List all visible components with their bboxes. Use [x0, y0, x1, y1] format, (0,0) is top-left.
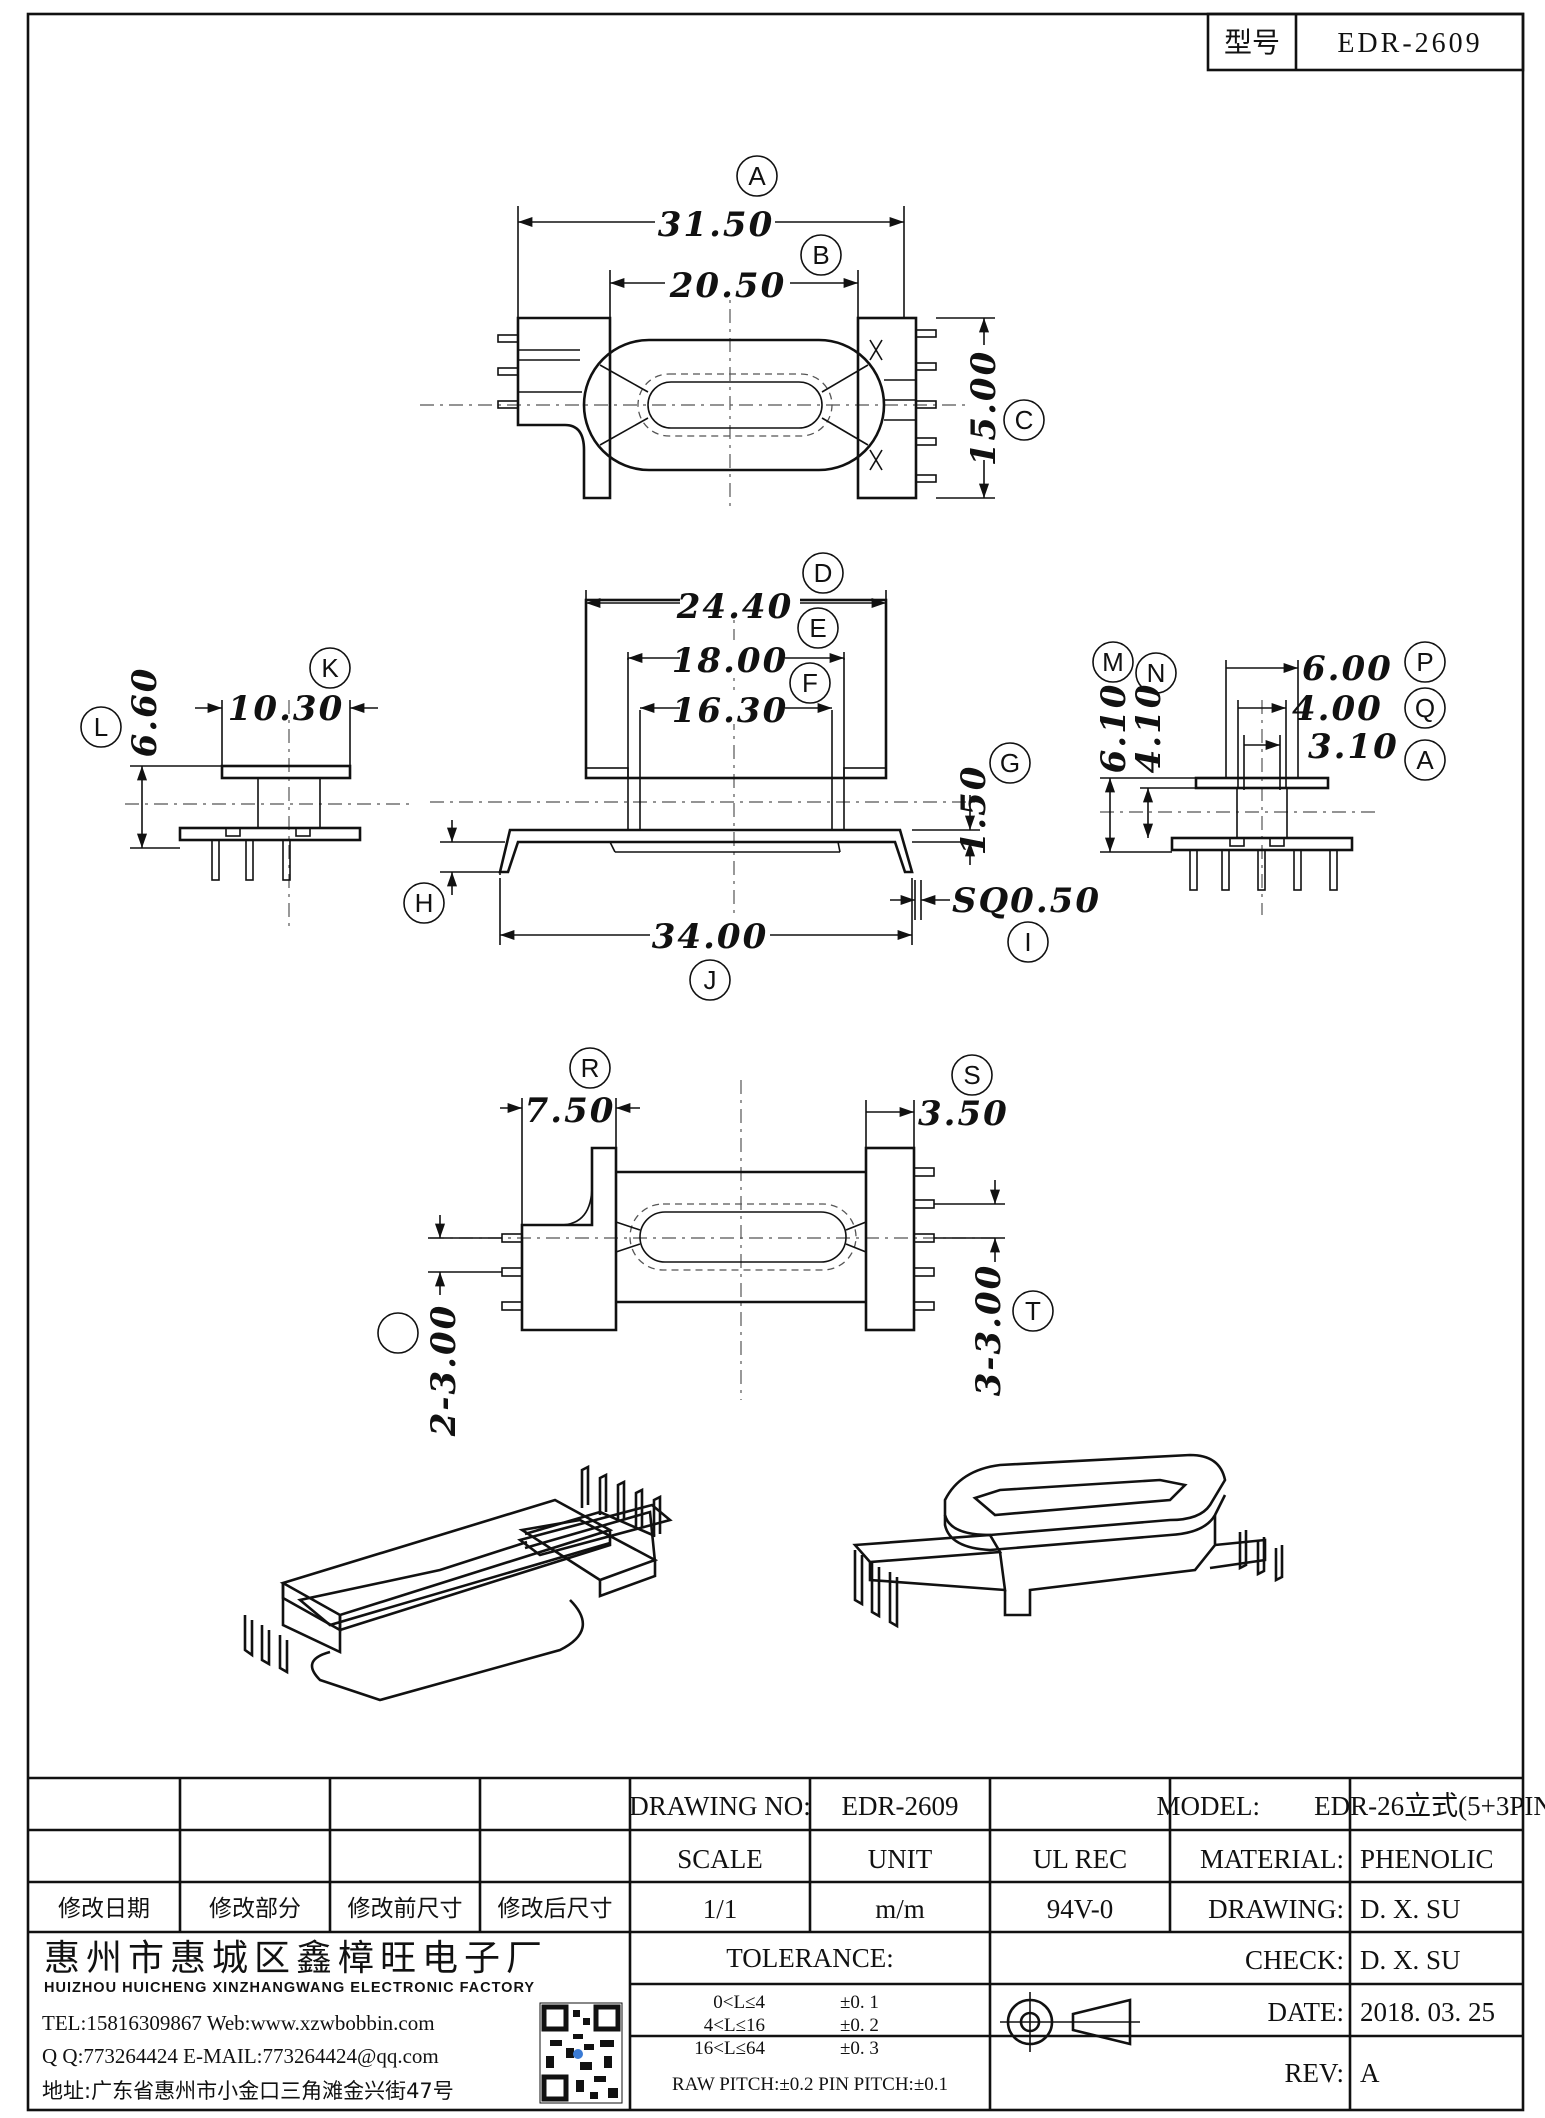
callout-C-label: C — [1015, 405, 1034, 435]
dim-I-value: 34.00 — [652, 917, 768, 957]
drawing-by-label: DRAWING: — [1208, 1894, 1344, 1924]
callout-N-label: N — [1147, 658, 1166, 688]
dim-A-value: 31.50 — [658, 205, 774, 245]
company-qq-mail: Q Q:773264424 E-MAIL:773264424@qq.com — [42, 2044, 439, 2068]
rev-col-after: 修改后尺寸 — [498, 1896, 613, 1922]
callout-M-label: M — [1102, 647, 1124, 677]
dim-N-value: 4.10 — [1129, 683, 1169, 774]
drawing-by-value: D. X. SU — [1360, 1894, 1461, 1924]
tolerance-value-3: ±0. 3 — [840, 2038, 879, 2059]
callout-S-label: T — [1025, 1296, 1041, 1326]
callout-I-label: J — [704, 965, 717, 995]
sheet-border — [26, 12, 1525, 2112]
callout-B-label: B — [812, 240, 829, 270]
tolerance-range-3: 16<L≤64 — [694, 2038, 765, 2059]
dim-C-value: 15.00 — [964, 350, 1004, 466]
dim-Q-value: 3.10 — [1308, 727, 1399, 767]
rev-label: REV: — [1285, 2058, 1345, 2088]
dim-P-value: 4.00 — [1292, 689, 1383, 729]
company-name-cn: 惠州市惠城区鑫樟旺电子厂 — [44, 1938, 548, 1979]
left-side-view: 10.30 K 6.60 L — [80, 647, 415, 930]
tolerance-range-2: 4<L≤16 — [704, 2015, 765, 2036]
top-view: 31.50 A 20.50 B 15.00 C — [420, 155, 1045, 510]
header-model-value: EDR-2609 — [1337, 28, 1482, 59]
callout-O-label: P — [1416, 647, 1433, 677]
third-angle-projection-symbol — [1000, 1992, 1140, 2052]
unit-value: m/m — [875, 1894, 925, 1924]
company-name-en: HUIZHOU HUICHENG XINZHANGWANG ELECTRONIC… — [44, 1980, 535, 1996]
dim-B-value: 20.50 — [669, 266, 786, 306]
model-value: EDR-26立式(5+3PIN) — [1314, 1791, 1545, 1821]
callout-P-label: Q — [1415, 693, 1435, 723]
drawing-no-value: EDR-2609 — [842, 1791, 959, 1821]
check-value: D. X. SU — [1360, 1945, 1461, 1975]
isometric-view-right — [852, 1453, 1284, 1629]
dim-K-value: 10.30 — [228, 689, 344, 729]
callout-K-label: K — [321, 653, 339, 683]
material-value: PHENOLIC — [1360, 1844, 1494, 1874]
callout-F-label: F — [802, 668, 818, 698]
callout-H-label: I — [1024, 927, 1031, 957]
dim-F-value: 16.30 — [672, 691, 788, 731]
dim-G-value: 1.50 — [954, 765, 994, 856]
unit-label: UNIT — [868, 1844, 933, 1874]
callout-Q-label: A — [1416, 745, 1434, 775]
right-side-view: 6.00 P 4.00 Q 3.10 A 6.10 M 4.10 N — [1092, 641, 1446, 915]
scale-value: 1/1 — [703, 1894, 738, 1924]
tolerance-value-2: ±0. 2 — [840, 2015, 879, 2036]
callout-J-label: H — [415, 888, 434, 918]
dim-E-value: 18.00 — [672, 641, 788, 681]
tolerance-range-1: 0<L≤4 — [713, 1992, 765, 2013]
dim-H-value: SQ0.50 — [952, 881, 1101, 921]
front-view: 24.40 D 18.00 E 16.30 F 1.50 G H — [403, 552, 1101, 1001]
company-tel-web: TEL:15816309867 Web:www.xzwbobbin.com — [42, 2011, 435, 2035]
ul-label: UL REC — [1033, 1844, 1127, 1874]
tolerance-value-1: ±0. 1 — [840, 1992, 879, 2013]
callout-E-label: E — [809, 613, 826, 643]
rev-col-date: 修改日期 — [58, 1896, 150, 1922]
callout-R-label: S — [963, 1060, 980, 1090]
rev-col-before: 修改前尺寸 — [348, 1896, 463, 1922]
header-model-box: 型号 EDR-2609 — [1206, 12, 1525, 72]
dim-L-value: 6.60 — [125, 667, 165, 758]
dim-M-value: 6.10 — [1094, 683, 1134, 774]
bottom-view: 7.50 R 3.50 S 3-3.00 T 2-3.00 — [377, 1047, 1054, 1438]
rev-value: A — [1360, 2058, 1380, 2088]
qr-code-image — [539, 2002, 623, 2104]
header-model-label: 型号 — [1224, 26, 1280, 59]
check-label: CHECK: — [1245, 1945, 1344, 1975]
model-label: MODEL: — [1157, 1791, 1261, 1821]
callout-A-label: A — [748, 161, 766, 191]
rev-col-part: 修改部分 — [209, 1896, 301, 1922]
pitch-note: RAW PITCH:±0.2 PIN PITCH:±0.1 — [672, 2074, 948, 2095]
dim-D-value: 24.40 — [676, 587, 793, 627]
company-address: 地址:广东省惠州市小金口三角滩金兴街47号 — [42, 2079, 454, 2103]
scale-label: SCALE — [677, 1844, 763, 1874]
callout-D-label: D — [814, 558, 833, 588]
ul-value: 94V-0 — [1047, 1894, 1114, 1924]
title-block: DRAWING NO: EDR-2609 MODEL: EDR-26立式(5+3… — [28, 1776, 1545, 2110]
dim-O-value: 6.00 — [1302, 649, 1393, 689]
dim-T-value: 2-3.00 — [424, 1304, 464, 1438]
callout-L-label: L — [94, 712, 108, 742]
date-value: 2018. 03. 25 — [1360, 1997, 1495, 2027]
drawing-no-label: DRAWING NO: — [629, 1791, 811, 1821]
date-label: DATE: — [1268, 1997, 1345, 2027]
callout-A2-label: R — [581, 1053, 600, 1083]
callout-G-label: G — [1000, 748, 1020, 778]
dim-A2-value: 7.50 — [525, 1091, 616, 1131]
isometric-view-left — [243, 1464, 673, 1702]
tolerance-label: TOLERANCE: — [726, 1943, 894, 1973]
dim-S-value: 3-3.00 — [969, 1264, 1009, 1397]
dim-R-value: 3.50 — [918, 1094, 1009, 1134]
material-label: MATERIAL: — [1200, 1844, 1344, 1874]
